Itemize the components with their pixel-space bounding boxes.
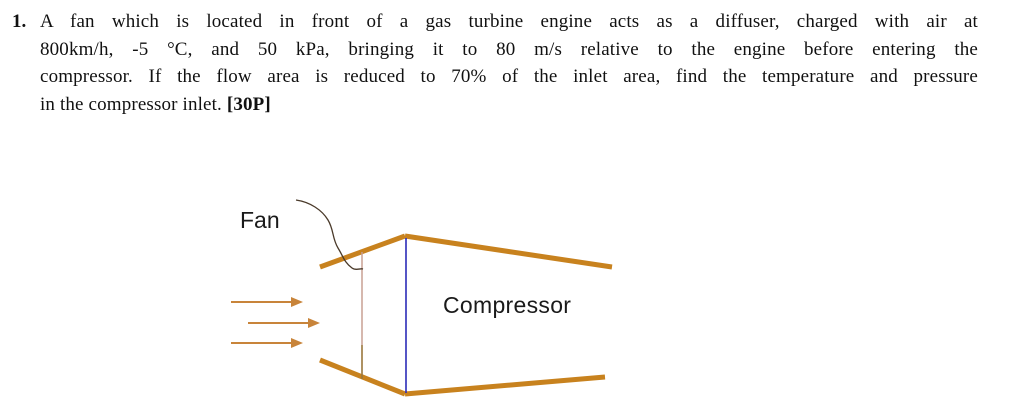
- flow-arrow-icon: [248, 318, 320, 328]
- problem-line-4: in the compressor inlet. [30P]: [40, 91, 978, 119]
- compressor-label: Compressor: [443, 292, 572, 318]
- upper-casing: [319, 233, 613, 270]
- problem-number: 1.: [12, 11, 27, 32]
- fan-leader-line: [295, 199, 364, 271]
- problem-line-1: A fan which is located in front of a gas…: [40, 11, 978, 32]
- flow-arrow-icon: [231, 297, 303, 307]
- problem-line-3: compressor. If the flow area is reduced …: [40, 66, 978, 87]
- fan-label: Fan: [240, 207, 280, 233]
- problem-line-4-text: in the compressor inlet.: [40, 93, 222, 115]
- flow-arrow-icon: [231, 338, 303, 348]
- flow-arrows: [231, 297, 320, 348]
- problem-text: A fan which is located in front of a gas…: [40, 8, 978, 118]
- points-badge: [30P]: [226, 93, 271, 115]
- problem-line-2: 800km/h, -5 °C, and 50 kPa, bringing it …: [40, 38, 978, 60]
